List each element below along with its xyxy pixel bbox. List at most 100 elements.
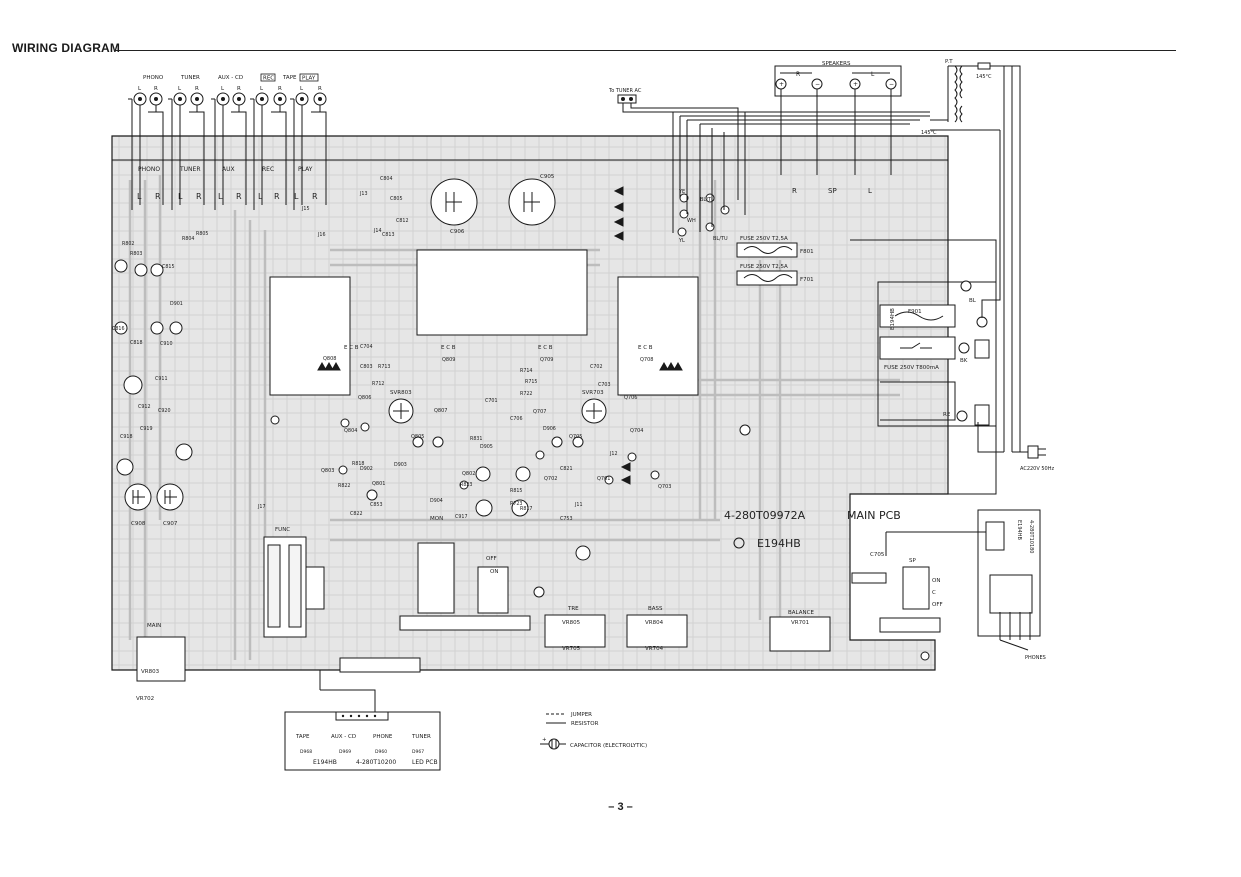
pcb-q803: Q803 <box>321 468 334 474</box>
pcb-q703: Q703 <box>658 484 671 490</box>
led-ref-4: D967 <box>412 749 424 755</box>
pcb-ref-c853: C853 <box>370 502 383 508</box>
page-number: – 3 – <box>608 801 633 813</box>
pcb-ref-d905: D905 <box>480 444 493 450</box>
pcb-ref-c815: C815 <box>162 264 175 270</box>
fuse-ref-f901: F901 <box>908 309 922 315</box>
svr-703: SVR703 <box>582 390 604 396</box>
pcb-ref-j14: J14 <box>373 228 382 234</box>
speaker-l: L <box>871 71 875 78</box>
control-tre: TRE <box>567 606 579 612</box>
pcb-ref-c706: C706 <box>510 416 523 422</box>
pcb-sp-l: L <box>868 187 872 195</box>
led-tuner: TUNER <box>411 734 431 740</box>
pcb-ref-r722: R722 <box>520 391 533 397</box>
jack-r-2: R <box>195 86 199 92</box>
led-tape: TAPE <box>295 734 310 740</box>
pcb-q701: Q701 <box>597 476 610 482</box>
pcb-q802: Q802 <box>462 471 475 477</box>
jack-r-3: R <box>237 86 241 92</box>
phones-label: PHONES <box>1025 655 1046 661</box>
pcb-ref-c920: C920 <box>158 408 171 414</box>
wire-wh: WH <box>687 218 696 224</box>
phones-pcb-id: 4-280T10180 <box>1028 520 1034 554</box>
control-func: FUNC <box>275 527 290 533</box>
main-pcb-code: E194HB <box>757 537 801 550</box>
cap-c908: C908 <box>131 521 146 527</box>
pcb-ref-r818: R818 <box>352 461 365 467</box>
pcb-ref-j16: J16 <box>317 232 326 238</box>
pcb-ref-c805: C805 <box>390 196 403 202</box>
pcb-ref-c816: C816 <box>112 326 125 332</box>
pcb-ref-c821: C821 <box>560 466 573 472</box>
control-bass-ref2: VR704 <box>645 646 664 652</box>
led-pcb-name: LED PCB <box>412 759 438 766</box>
pcb-ref-c701: C701 <box>485 398 498 404</box>
pcb-ref-c919: C919 <box>140 426 153 432</box>
wire-bltu-1: BL/TU <box>700 197 715 203</box>
pcb-ref-r805: R805 <box>196 231 209 237</box>
main-pcb-id: 4-280T09972A <box>724 509 806 522</box>
pcb-ref-c918: C918 <box>120 434 133 440</box>
svr-803: SVR803 <box>390 390 412 396</box>
pcb-ref-c917: C917 <box>455 514 468 520</box>
pcb-ref-d903: D903 <box>394 462 407 468</box>
input-jacks <box>128 92 327 210</box>
pcb-ref-j13: J13 <box>359 191 368 197</box>
pcb-ref-c702: C702 <box>590 364 603 370</box>
input-aux-cd: AUX - CD <box>218 75 243 81</box>
jack-l-1: L <box>138 86 142 92</box>
pcb-lr-10: R <box>312 192 318 201</box>
led-ref-3: D960 <box>375 749 387 755</box>
pcb-ref-c804: C804 <box>380 176 393 182</box>
pcb-ref-d902: D902 <box>360 466 373 472</box>
pcb-q708: Q708 <box>640 357 653 363</box>
legend-resistor: RESISTOR <box>571 721 599 727</box>
pcb-q706: Q706 <box>624 395 637 401</box>
tuner-ac-label: To TUNER AC <box>608 88 642 94</box>
pcb-ref-c704: C704 <box>360 344 373 350</box>
hb-logo-icon <box>733 537 745 549</box>
pcb-q709: Q709 <box>540 357 553 363</box>
pcb-label-phono: PHONO <box>138 166 160 173</box>
pcb-ref-r803: R803 <box>130 251 143 257</box>
pcb-ref-d901: D901 <box>170 301 183 307</box>
pcb-vert-id: E194HB <box>890 308 896 330</box>
jack-l-2: L <box>178 86 182 92</box>
pcb-ref-c912: C912 <box>138 404 151 410</box>
pcb-ref-d906: D906 <box>543 426 556 432</box>
pcb-label-play: PLAY <box>298 166 313 173</box>
pcb-lr-9: L <box>294 192 299 201</box>
control-tre-ref: VR805 <box>562 620 581 626</box>
control-mon: MON <box>430 516 443 522</box>
control-main: MAIN <box>147 623 161 629</box>
jack-r-1: R <box>154 86 158 92</box>
pcb-ref-j12: J12 <box>609 451 618 457</box>
input-tape: TAPE <box>282 75 297 81</box>
input-phono: PHONO <box>143 75 164 81</box>
pcb-q805: Q805 <box>411 434 424 440</box>
pcb-ref-c910: C910 <box>160 341 173 347</box>
sp-switch-off: OFF <box>932 602 943 608</box>
wire-yl: YL <box>678 238 685 244</box>
pcb-sp: SP <box>828 187 837 195</box>
pcb-ref-c911: C911 <box>155 376 168 382</box>
pcb-q804: Q804 <box>344 428 357 434</box>
cap-c907: C907 <box>163 521 178 527</box>
control-main-ref2: VR702 <box>136 696 154 702</box>
legend-jumper: JUMPER <box>570 712 592 718</box>
input-rec: REC <box>263 76 274 82</box>
control-balance-ref: VR701 <box>791 620 809 626</box>
pcb-ref-d904: D904 <box>430 498 443 504</box>
pcb-ref-r712: R712 <box>372 381 385 387</box>
pcb-q807: Q807 <box>434 408 447 414</box>
main-pcb <box>111 135 949 673</box>
pcb-ref-r823: R823 <box>460 482 473 488</box>
fuse-label-1: FUSE 250V T2,5A <box>740 236 788 242</box>
pcb-lr-4: R <box>196 192 202 201</box>
pcb-ref-r822: R822 <box>338 483 351 489</box>
phones-pcb-code: E194HB <box>1016 520 1022 540</box>
pcb-q806: Q806 <box>358 395 371 401</box>
pcb-ref-j11: J11 <box>574 502 583 508</box>
